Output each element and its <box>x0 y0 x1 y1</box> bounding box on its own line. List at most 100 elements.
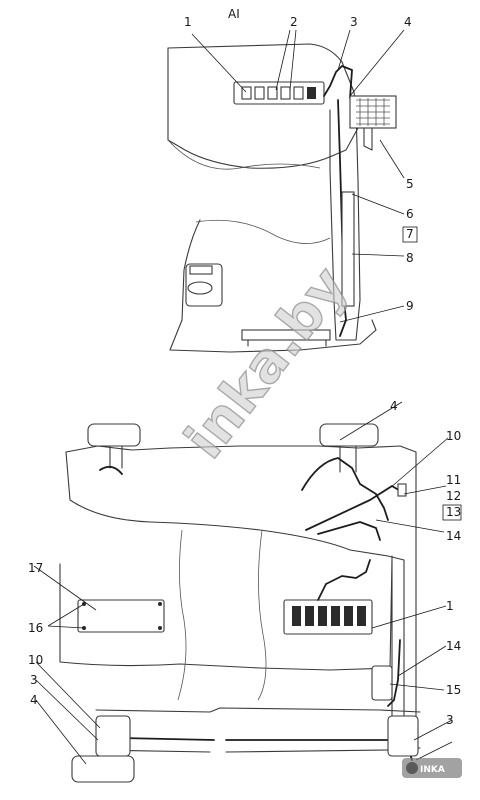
harness-top <box>323 65 353 99</box>
frame-left-edge <box>65 451 405 561</box>
switch <box>331 606 340 626</box>
switch <box>254 86 265 100</box>
seat-knob <box>187 281 213 295</box>
callout: 9 <box>406 299 414 313</box>
roof-lamp-left <box>87 423 141 447</box>
switch <box>280 86 291 100</box>
logo-badge <box>402 758 462 778</box>
leader-17 <box>33 565 97 611</box>
callout: 1 <box>184 15 192 29</box>
cab-lower-break <box>195 219 331 244</box>
bottom-beam <box>95 707 421 753</box>
leader-14-top <box>375 519 445 533</box>
leader-15 <box>389 683 445 691</box>
leader-1-bottom <box>371 605 447 629</box>
cab-pillar-outline <box>329 109 361 341</box>
cab-mid-outline <box>59 559 393 671</box>
callout-box <box>442 504 462 521</box>
callout-box <box>402 226 418 243</box>
view-label: AI <box>228 7 240 21</box>
switch-row-bottom <box>292 606 366 626</box>
mount-hole <box>158 602 162 606</box>
bottom-harness <box>103 727 413 761</box>
mount-beam <box>341 191 355 307</box>
callout: 6 <box>406 207 414 221</box>
leader-3-bottom-left <box>35 679 99 741</box>
cab-lower-outline <box>169 219 377 353</box>
switch <box>357 606 366 626</box>
cab-mid-break <box>177 529 267 701</box>
callout: 3 <box>446 713 454 727</box>
callout: 10 <box>446 429 461 443</box>
logo-lettering: INKA <box>420 765 445 775</box>
rear-lamp-panel <box>77 599 165 633</box>
switch <box>305 606 314 626</box>
switch-row-top <box>241 86 316 100</box>
frame-top-edge <box>65 445 417 521</box>
callout: 14 <box>446 529 461 543</box>
leader-10-top <box>389 437 449 489</box>
switch <box>318 606 327 626</box>
pillar-harness <box>387 639 401 707</box>
leader-6 <box>351 193 405 215</box>
callout: 5 <box>406 177 414 191</box>
callout: 17 <box>28 561 43 575</box>
leader-3-top <box>337 29 351 71</box>
connector <box>397 483 407 497</box>
callout: 3 <box>350 15 358 29</box>
callout-leaders <box>33 29 453 765</box>
lower-bracket-left <box>95 715 131 757</box>
callout: 4 <box>30 693 38 707</box>
leader-4-bottom-right <box>415 741 453 761</box>
roof-break-line <box>167 139 321 170</box>
callout: 14 <box>446 639 461 653</box>
corner-logo: INKA <box>402 758 462 778</box>
lower-lamp-left <box>71 755 135 783</box>
leader-4-bottom-left <box>35 699 87 765</box>
leader-11 <box>403 485 447 495</box>
bottom-rail <box>241 329 331 341</box>
leader-5 <box>379 139 405 179</box>
seat-panel <box>189 265 213 275</box>
switch <box>241 86 252 100</box>
cab-roof-outline <box>167 43 359 169</box>
switch <box>293 86 304 100</box>
leader-1-top <box>191 33 247 93</box>
callout: 12 <box>446 489 461 503</box>
lamp-grid <box>356 98 390 126</box>
top-view: AI <box>167 7 397 353</box>
callout: 8 <box>406 251 414 265</box>
callouts: 1 2 3 4 5 6 7 8 9 4 10 11 12 13 14 17 16… <box>28 15 462 727</box>
logo-mark <box>406 762 418 774</box>
callout: 4 <box>404 15 412 29</box>
switch <box>292 606 301 626</box>
lower-bracket-right <box>387 715 419 757</box>
right-pillar <box>391 519 417 741</box>
leader-4-bottom <box>339 401 403 441</box>
harness-roof <box>301 457 389 521</box>
roof-lamp-right <box>319 423 379 447</box>
leader-8 <box>351 253 405 257</box>
callout: 10 <box>28 653 43 667</box>
callout: 16 <box>28 621 43 635</box>
leader-10-bottom <box>35 661 101 729</box>
leader-16 <box>47 603 85 629</box>
leader-9 <box>339 305 405 323</box>
panel-harness <box>317 559 371 601</box>
callout: 2 <box>290 15 298 29</box>
leader-4-top <box>349 29 405 97</box>
switch <box>267 86 278 100</box>
harness-branch <box>317 521 381 541</box>
callout: 4 <box>390 399 398 413</box>
mount-hole <box>158 626 162 630</box>
switch-15 <box>371 665 393 701</box>
callout: 13 <box>446 505 461 519</box>
callout: 3 <box>30 673 38 687</box>
callout: 7 <box>406 227 414 241</box>
lamp-cable-left <box>99 465 123 475</box>
leader-14-bottom <box>397 645 447 677</box>
leader-2 <box>275 29 297 91</box>
switch <box>344 606 353 626</box>
leader-3-bottom-right <box>413 719 453 741</box>
